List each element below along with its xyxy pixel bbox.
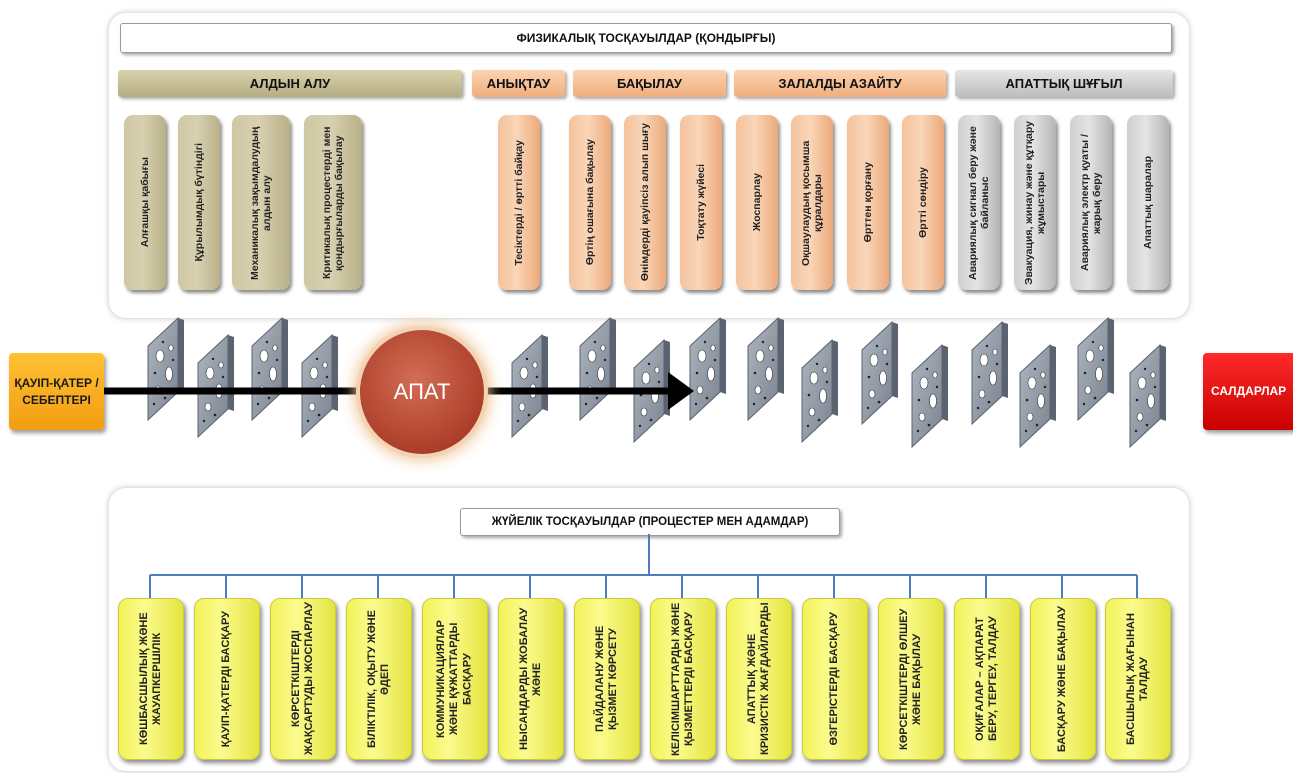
system-box: БАСШЫЛЫҚ ЖАҒЫНАН ТАЛДАУ <box>1105 598 1171 760</box>
category-prevention: АЛДЫН АЛУ <box>118 70 462 97</box>
physical-box: Өнімдерді қауіпсіз алып шығу <box>624 115 666 290</box>
system-box: АПАТТЫҚ ЖӘНЕ КРИЗИСТІК ЖАҒДАЙЛАРДЫ <box>726 598 792 760</box>
system-box: НЫСАНДАРДЫ ЖОБАЛАУ ЖӘНЕ <box>498 598 564 760</box>
system-box: ӨЗГЕРІСТЕРДІ БАСҚАРУ <box>802 598 868 760</box>
physical-box: Жоспарлау <box>736 115 778 290</box>
physical-box: Авариялық сигнал беру және байланыс <box>958 115 1000 290</box>
category-emergency: АПАТТЫҚ ШҰҒЫЛ <box>955 70 1173 97</box>
category-detection: АНЫҚТАУ <box>472 70 565 97</box>
physical-box: Авариялық электр қуаты / жарық беру <box>1070 115 1112 290</box>
physical-barriers-title: ФИЗИКАЛЫҚ ТОСҚАУЫЛДАР (ҚОНДЫРҒЫ) <box>120 23 1172 53</box>
system-barriers-title: ЖҮЙЕЛІК ТОСҚАУЫЛДАР (ПРОЦЕСТЕР МЕН АДАМД… <box>460 508 840 536</box>
system-box: ОҚИҒАЛАР – АҚПАРАТ БЕРУ, ТЕРГЕУ, ТАЛДАУ <box>954 598 1020 760</box>
physical-box: Тоқтату жүйесі <box>680 115 722 290</box>
category-mitigation: ЗАЛАЛДЫ АЗАЙТУ <box>734 70 946 97</box>
system-box: ҚАУІП-ҚАТЕРДІ БАСҚАРУ <box>194 598 260 760</box>
consequences-box: САЛДАРЛАР <box>1203 353 1293 430</box>
physical-box: Алғашқы қабығы <box>124 115 166 290</box>
physical-box: Тесіктерді / өртті байқау <box>498 115 540 290</box>
physical-box: Механикалық зақымдалудың алдын алу <box>232 115 290 290</box>
system-box: КӨШБАСШЫЛЫҚ ЖӘНЕ ЖАУАПКЕРШІЛІК <box>118 598 184 760</box>
physical-box: Өртің ошағына бақылау <box>569 115 611 290</box>
physical-box: Өрттен қорғану <box>847 115 889 290</box>
physical-box: Эвакуация, жинау және құтқару жұмыстары <box>1014 115 1056 290</box>
physical-box: Оқшаулаудың қосымша құралдары <box>791 115 833 290</box>
hazard-causes-box: ҚАУІП-ҚАТЕР / СЕБЕПТЕРІ <box>9 353 104 430</box>
system-box: КОММУНИКАЦИЯЛАР ЖӘНЕ ҚҰЖАТТАРДЫ БАСҚАРУ <box>422 598 488 760</box>
physical-box: Өртті сөндіру <box>902 115 944 290</box>
system-box: ПАЙДАЛАНУ ЖӘНЕ ҚЫЗМЕТ КӨРСЕТУ <box>574 598 640 760</box>
category-control: БАҚЫЛАУ <box>573 70 726 97</box>
accident-circle: АПАТ <box>360 330 484 454</box>
system-box: БІЛІКТІЛІК, ОҚЫТУ ЖӘНЕ ӘДЕП <box>346 598 412 760</box>
physical-box: Құрылымдық бүтіндігі <box>178 115 220 290</box>
system-box: КӨРСЕТКІШТЕРДІ ӨЛШЕУ ЖӘНЕ БАҚЫЛАУ <box>878 598 944 760</box>
physical-box: Апаттық шаралар <box>1127 115 1169 290</box>
physical-box: Критикалық процестерді мен қондырғыларды… <box>304 115 362 290</box>
system-box: БАСҚАРУ ЖӘНЕ БАҚЫЛАУ <box>1030 598 1096 760</box>
system-box: КӨРСЕТКІШТЕРДІ ЖАҚСАРТУДЫ ЖОСПАРЛАУ <box>270 598 336 760</box>
system-box: КЕЛІСІМШАРТТАРДЫ ЖӘНЕ ҚЫЗМЕТТЕРДІ БАСҚАР… <box>650 598 716 760</box>
